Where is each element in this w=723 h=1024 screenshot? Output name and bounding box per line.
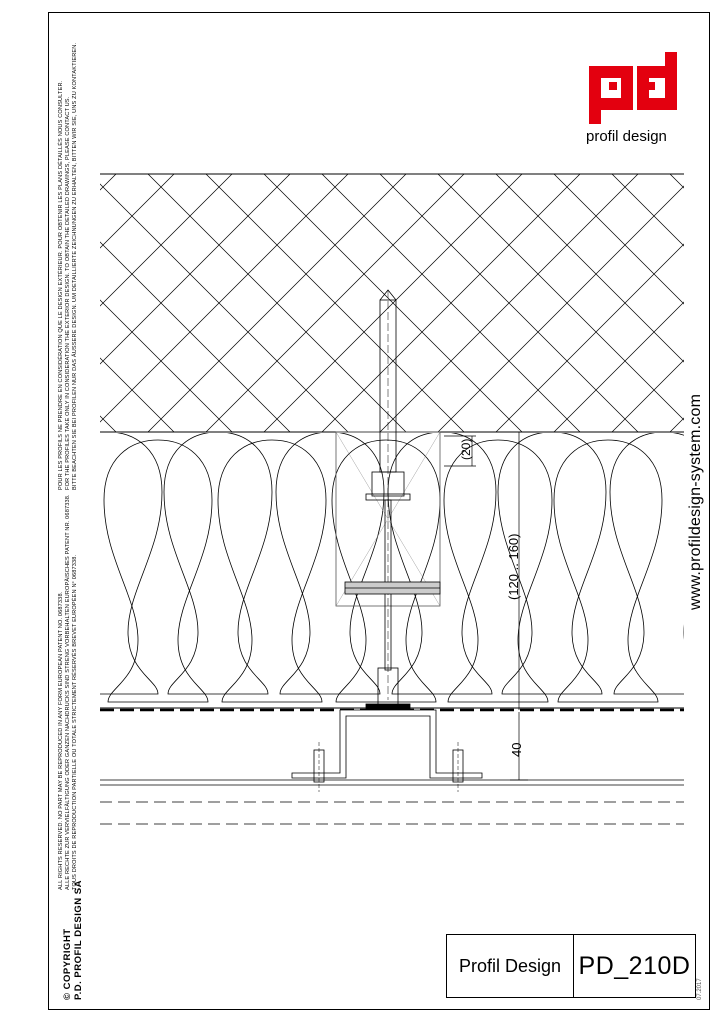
hatch-line: [100, 357, 175, 432]
hatch-line: [100, 174, 291, 365]
hatch-line: [100, 174, 349, 423]
concrete-wall: [0, 173, 684, 433]
drawing-date: 07.2017: [697, 978, 703, 1000]
drawing-frame: [48, 12, 710, 1010]
hatch-line: [611, 359, 684, 432]
hatch-line: [495, 243, 684, 432]
hatch-line: [263, 174, 523, 432]
hatch-line: [611, 174, 684, 247]
insulation-lobe: [217, 439, 327, 703]
title-block: Profil Design PD_210D: [446, 934, 696, 998]
logo-wordmark: profil design: [586, 128, 667, 145]
hatch-line: [379, 174, 639, 432]
dimension-lines: [444, 432, 528, 781]
website-url: www.profildesign-system.com: [687, 393, 704, 610]
dimension-range-label: (120 .. 160): [506, 533, 521, 601]
hatch-line: [0, 174, 58, 432]
hatch-line: [100, 174, 117, 191]
hatch-line: [437, 185, 684, 432]
hatch-line: [100, 174, 175, 249]
insulation-lobe: [443, 439, 553, 703]
cladding-panel: [100, 779, 684, 825]
insulation-lobe: [331, 439, 441, 703]
insulation-lobe: [387, 433, 497, 695]
hatch-line: [205, 174, 465, 432]
hatch-line: [100, 415, 117, 432]
dimension-bottom-label: 40: [509, 742, 524, 757]
insulation-lobe: [103, 439, 213, 703]
hatch-line: [147, 174, 407, 432]
title-code: PD_210D: [578, 951, 691, 980]
insulation-lobe: [163, 433, 273, 695]
anchor-assembly: [291, 289, 483, 792]
hatch-line: [321, 174, 581, 432]
insulation-lobe: [275, 433, 385, 695]
insulation-lobe: [100, 433, 163, 695]
insulation-lobe: [553, 439, 663, 703]
title-company: Profil Design: [447, 935, 574, 997]
profil-design-logo: [589, 52, 677, 124]
hatch-line: [100, 174, 233, 307]
hatch-line: [100, 299, 233, 432]
dimension-top-label: (20): [459, 438, 473, 460]
hatch-line: [0, 174, 58, 432]
hatch-line: [553, 301, 684, 432]
